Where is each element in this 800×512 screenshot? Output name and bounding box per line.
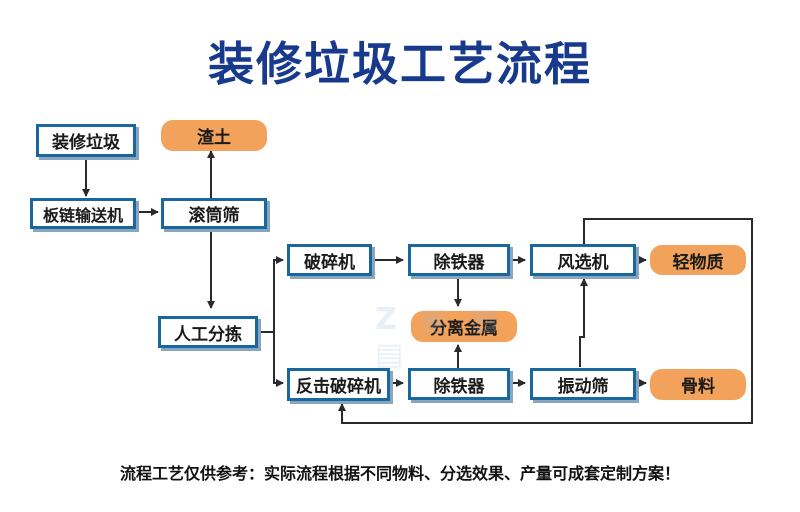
node-air-separator: 风选机 <box>530 244 636 276</box>
node-chain-conveyor: 板链输送机 <box>30 198 136 229</box>
node-aggregate: 骨料 <box>650 369 746 400</box>
node-label: 渣土 <box>197 128 231 148</box>
arrow-sorting-to-impact <box>273 332 284 387</box>
page-title: 装修垃圾工艺流程 <box>208 37 592 91</box>
node-separated-metal: 分离金属 <box>411 311 517 342</box>
arrow-vibrating-to-air <box>579 278 588 367</box>
node-label: 板链输送机 <box>42 205 123 225</box>
arrow-sorting-to-crusher <box>258 256 284 333</box>
node-iron-remover-1: 除铁器 <box>408 244 510 276</box>
node-manual-sorting: 人工分拣 <box>158 316 258 348</box>
node-label: 除铁器 <box>433 252 485 273</box>
footer-note: 流程工艺仅供参考：实际流程根据不同物料、分选效果、产量可成套定制方案！ <box>119 464 680 483</box>
node-vibrating-screen: 振动筛 <box>530 368 636 400</box>
node-decoration-waste: 装修垃圾 <box>36 124 136 157</box>
node-label: 人工分拣 <box>174 324 242 345</box>
node-trommel-screen: 滚筒筛 <box>161 198 267 229</box>
node-crusher: 破碎机 <box>287 244 372 276</box>
node-label: 滚筒筛 <box>188 206 240 226</box>
node-label: 轻物质 <box>672 252 724 273</box>
node-label: 振动筛 <box>557 376 609 397</box>
node-label: 分离金属 <box>430 319 498 339</box>
arrow-air-recirculate-to-impact <box>338 218 753 424</box>
node-light-materials: 轻物质 <box>650 245 746 275</box>
node-soil: 渣土 <box>161 120 267 151</box>
node-label: 装修垃圾 <box>52 133 120 153</box>
node-impact-crusher: 反击破碎机 <box>287 368 390 401</box>
node-label: 破碎机 <box>304 252 355 273</box>
node-label: 骨料 <box>681 377 715 397</box>
node-label: 风选机 <box>557 252 609 273</box>
node-label: 除铁器 <box>433 376 485 397</box>
node-label: 反击破碎机 <box>296 377 381 397</box>
node-iron-remover-2: 除铁器 <box>408 368 510 400</box>
